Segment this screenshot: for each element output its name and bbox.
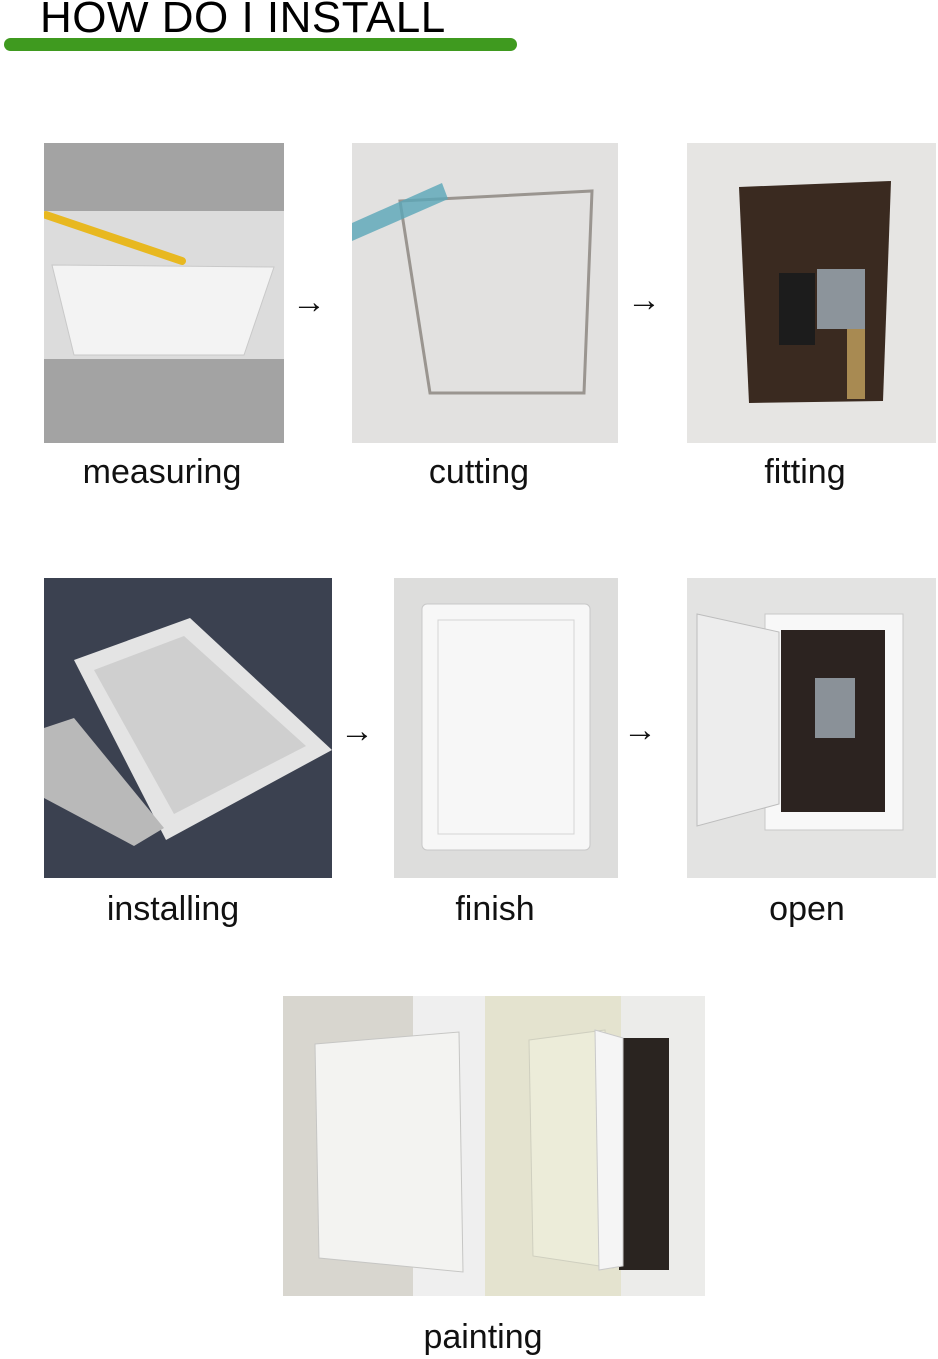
arrow-2: → (627, 281, 661, 319)
page-title: HOW DO I INSTALL (40, 0, 446, 42)
label-measuring: measuring (82, 453, 242, 491)
title-underline (4, 38, 517, 51)
open-photo (687, 578, 936, 878)
painting-photo (283, 996, 705, 1296)
cutting-photo (352, 143, 618, 443)
fitting-photo (687, 143, 936, 443)
label-fitting: fitting (764, 453, 846, 491)
label-finish: finish (455, 890, 535, 928)
measuring-photo (44, 143, 284, 443)
label-painting: painting (423, 1318, 543, 1356)
arrow-3: → (340, 712, 374, 750)
arrow-4: → (623, 711, 657, 749)
label-open: open (769, 890, 845, 928)
installing-photo (44, 578, 332, 878)
finish-photo (394, 578, 618, 878)
arrow-1: → (292, 283, 326, 321)
label-installing: installing (106, 890, 240, 928)
label-cutting: cutting (428, 453, 530, 491)
